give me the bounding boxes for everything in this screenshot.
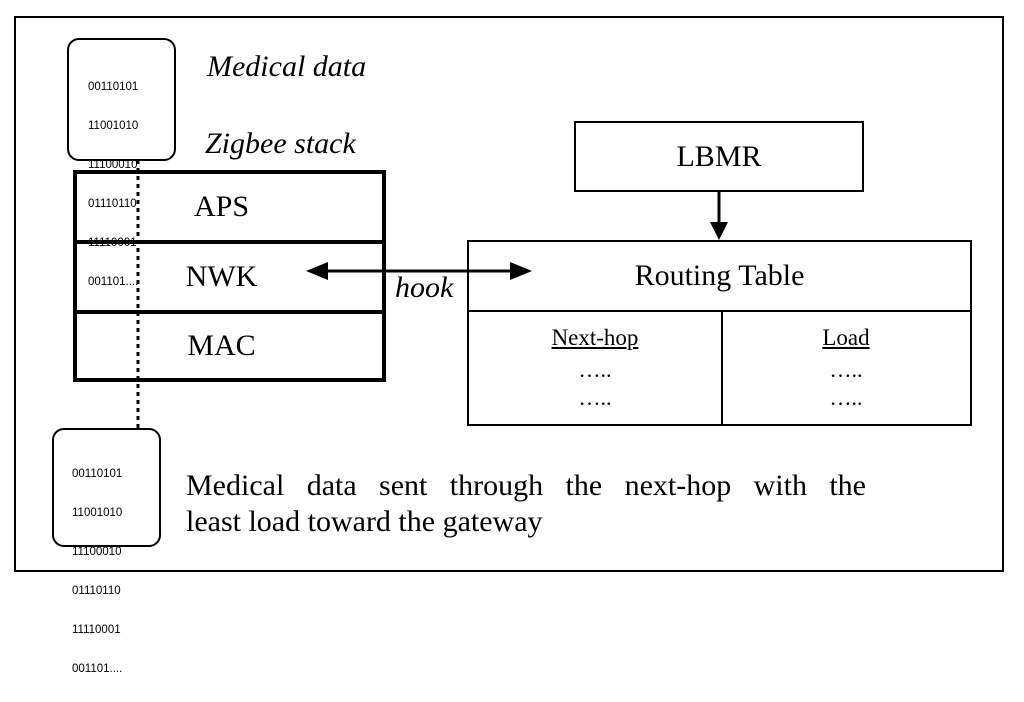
medical-data-packet-bottom: 00110101 11001010 11100010 01110110 1111…: [52, 428, 161, 675]
table-cell: …..: [829, 357, 863, 382]
hook-label: hook: [395, 271, 454, 304]
column-header-load: Load: [822, 325, 870, 350]
routing-table-header: Routing Table: [469, 242, 970, 312]
layer-divider: [77, 310, 382, 314]
bit-row: 00110101: [72, 468, 123, 480]
hook-arrowhead-right: [510, 262, 532, 280]
table-cell: …..: [829, 385, 863, 410]
packet-bits-top: 00110101 11001010 11100010 01110110 1111…: [88, 55, 138, 315]
caption-line-1: Medical data sent through the next-hop w…: [186, 469, 866, 502]
bit-row: 00110101: [88, 81, 139, 93]
diagram-canvas: 00110101 11001010 11100010 01110110 1111…: [14, 16, 1004, 675]
layer-aps-label: APS: [193, 190, 250, 223]
layer-nwk: NWK: [77, 244, 382, 310]
bit-row: 11001010: [72, 507, 123, 519]
bit-row: 001101....: [88, 276, 139, 288]
routing-table-column-load: Load ….. …..: [723, 312, 969, 425]
layer-aps: APS: [77, 174, 382, 240]
table-cell: …..: [578, 357, 612, 382]
medical-data-label: Medical data: [207, 50, 367, 83]
layer-mac-label: MAC: [187, 329, 256, 362]
bit-row: 11100010: [88, 159, 138, 171]
layer-nwk-label: NWK: [185, 260, 258, 293]
lbmr-label: LBMR: [676, 139, 762, 173]
layer-mac: MAC: [77, 314, 382, 378]
zigbee-stack-label: Zigbee stack: [205, 127, 356, 160]
bit-row: 11110001: [72, 624, 121, 636]
lbmr-to-table-arrowhead: [710, 222, 728, 240]
routing-table-title: Routing Table: [634, 259, 805, 292]
bit-row: 01110110: [72, 585, 121, 597]
caption: Medical data sent through the next-hop w…: [186, 468, 866, 540]
bit-row: 01110110: [88, 198, 137, 210]
caption-line-2: least load toward the gateway: [186, 505, 543, 538]
zigbee-stack: APS NWK MAC: [73, 170, 386, 382]
bit-row: 11001010: [88, 120, 139, 132]
bit-row: 11100010: [72, 546, 122, 558]
diagram-frame: [14, 16, 1004, 572]
bit-row: 001101....: [72, 663, 123, 675]
routing-table: Routing Table Next-hop ….. ….. Load ….. …: [467, 240, 972, 426]
routing-table-column-next-hop: Next-hop ….. …..: [469, 312, 723, 425]
packet-bits-bottom: 00110101 11001010 11100010 01110110 1111…: [72, 442, 122, 702]
hook-arrowhead-left: [306, 262, 328, 280]
column-header-next-hop: Next-hop: [551, 325, 639, 350]
layer-divider: [77, 240, 382, 244]
medical-data-packet-top: 00110101 11001010 11100010 01110110 1111…: [67, 38, 176, 288]
lbmr-box: LBMR: [574, 121, 864, 192]
table-cell: …..: [578, 385, 612, 410]
